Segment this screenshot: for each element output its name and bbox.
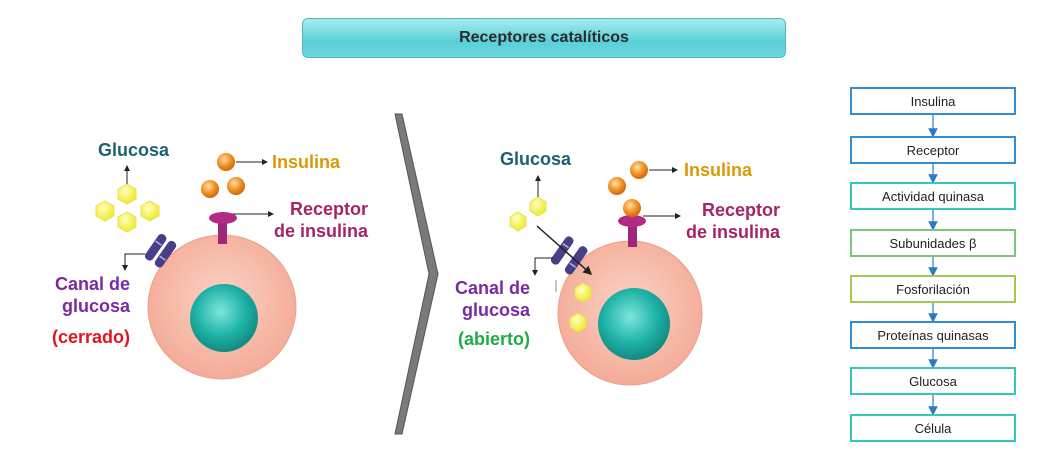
title-banner: Receptores catalíticos — [302, 18, 786, 58]
flow-step-insulina: Insulina — [850, 87, 1016, 115]
right-insulin-label: Insulina — [684, 160, 753, 180]
glucose-molecules — [95, 183, 160, 233]
left-insulin-label: Insulina — [272, 152, 341, 172]
glucose-channel-closed — [144, 233, 177, 268]
nucleus — [190, 284, 258, 352]
flow-step-actividad-quinasa: Actividad quinasa — [850, 182, 1016, 210]
glucose-inside-cell — [569, 282, 592, 333]
right-channel-state: (abierto) — [458, 329, 530, 349]
left-channel-state: (cerrado) — [51, 327, 130, 347]
right-channel-label: Canal de glucosa — [454, 278, 530, 320]
glucose-molecules — [509, 196, 547, 232]
left-receptor-label: Receptor de insulina — [273, 199, 368, 241]
flow-step-fosforilacion: Fosforilación — [850, 275, 1016, 303]
flow-step-receptor: Receptor — [850, 136, 1016, 164]
left-channel-label: Canal de glucosa — [54, 274, 130, 316]
flow-step-celula: Célula — [850, 414, 1016, 442]
right-panel-diagram — [509, 161, 703, 386]
insulin-molecules — [608, 161, 648, 195]
insulin-receptor-bound — [618, 199, 646, 247]
nucleus — [598, 288, 670, 360]
page-title: Receptores catalíticos — [459, 29, 629, 46]
glucose-entry-arrow — [536, 225, 593, 275]
left-panel-diagram — [95, 153, 297, 380]
flow-step-proteinas-quinasas: Proteínas quinasas — [850, 321, 1016, 349]
left-glucose-label: Glucosa — [98, 140, 170, 160]
flow-step-glucosa: Glucosa — [850, 367, 1016, 395]
insulin-molecules — [201, 153, 245, 198]
insulin-receptor — [209, 212, 237, 244]
flow-step-subunidades: Subunidades β — [850, 229, 1016, 257]
transition-chevron — [394, 113, 439, 435]
right-glucose-label: Glucosa — [500, 149, 572, 169]
right-receptor-label: Receptor de insulina — [685, 200, 780, 242]
